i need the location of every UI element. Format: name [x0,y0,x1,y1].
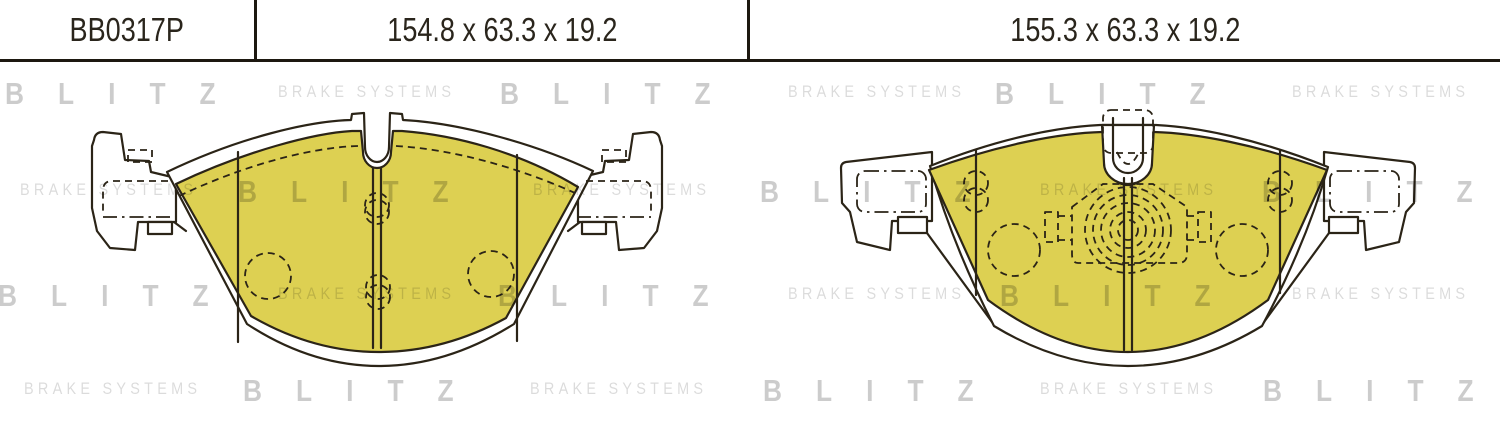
left-ear-lug [146,220,174,236]
brake-pad-drawing-left [90,111,664,368]
sensor-cutout [364,199,390,225]
right-pad-dimensions-cell: 155.3 x 63.3 x 19.2 [750,0,1500,59]
chamfer-line [178,145,576,197]
piston-contact-rings [1084,186,1172,274]
rivet-hole [987,223,1041,277]
friction-material [927,130,1329,354]
sensor-cutout [365,284,391,310]
right-ear [576,130,664,252]
part-number-cell: BB0317P [0,0,257,59]
right-wing-lug [1327,215,1360,235]
sensor-cutout [364,192,390,218]
brake-pad-drawing-right [839,109,1417,368]
header-row: BB0317P 154.8 x 63.3 x 19.2 155.3 x 63.3… [0,0,1500,62]
tab-hidden-outline [1102,109,1154,154]
left-wing-lug [896,215,929,235]
hidden-slot [601,149,627,163]
right-wing [1322,150,1417,252]
rivet-hole [467,250,515,298]
wing-hidden-outline [856,170,927,213]
wear-clip [963,170,989,196]
left-pad-dimensions: 154.8 x 63.3 x 19.2 [386,10,618,48]
shim-tab [1044,211,1059,243]
wear-clip [1267,170,1293,196]
wear-clip [1267,187,1293,213]
wing-hidden-outline [1329,170,1400,213]
part-number: BB0317P [69,10,185,48]
sensor-cutout [365,274,391,300]
right-ear-lug [580,220,608,236]
rivet-hole [1215,223,1269,277]
left-ear [90,130,178,252]
right-pad-dimensions: 155.3 x 63.3 x 19.2 [1009,10,1241,48]
shim-tab [1197,211,1212,243]
left-pad-dimensions-cell: 154.8 x 63.3 x 19.2 [257,0,750,59]
center-slot [371,166,383,350]
mounting-tab [1100,123,1156,186]
hidden-slot [127,149,153,163]
wear-clip [963,187,989,213]
left-wing [839,150,934,252]
rivet-hole [244,252,292,300]
